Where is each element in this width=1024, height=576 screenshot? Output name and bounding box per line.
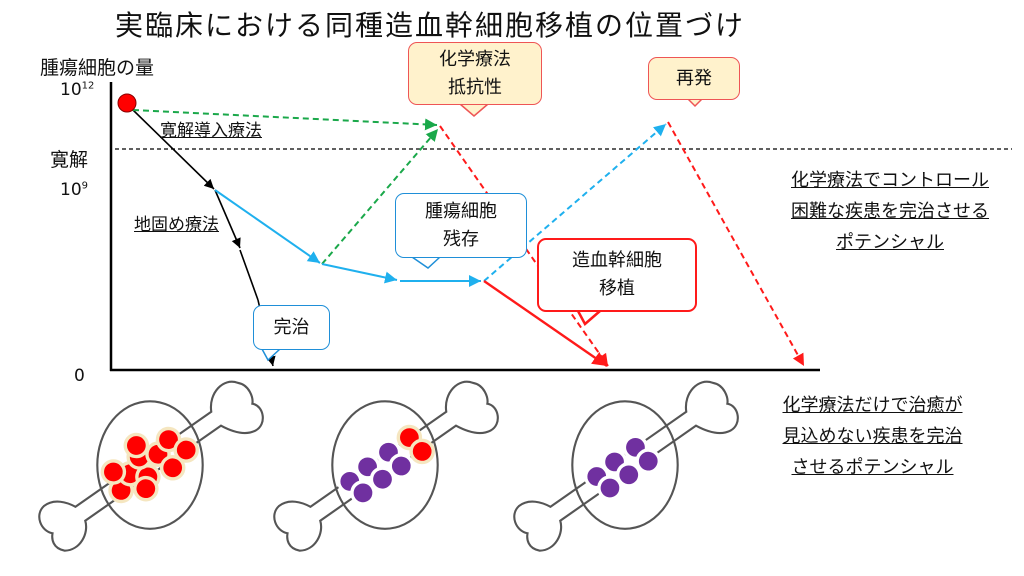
callout-transplant: 造血幹細胞 移植 xyxy=(537,238,697,312)
callout-relapse: 再発 xyxy=(648,57,740,100)
callout-line: 腫瘍細胞 xyxy=(425,200,497,222)
note-line: させるポテンシャル xyxy=(791,457,954,478)
note-line: 見込めない疾患を完治 xyxy=(782,426,963,447)
callout-cure: 完治 xyxy=(253,305,330,350)
note-line: 化学療法だけで治癒が xyxy=(782,395,963,416)
callout-tail xyxy=(576,310,601,326)
callout-tail xyxy=(261,348,281,362)
callout-line: 残存 xyxy=(443,228,479,250)
callout-line: 移植 xyxy=(599,278,635,299)
callout-tail xyxy=(411,256,441,269)
page-title: 実臨床における同種造血幹細胞移植の位置づけ xyxy=(114,9,745,42)
note-line: 化学療法でコントロール xyxy=(791,170,989,191)
callout-line: 完治 xyxy=(273,316,310,338)
bone-marrow-after-transplant xyxy=(513,380,739,552)
note-line: ポテンシャル xyxy=(836,232,944,253)
callout-line: 化学療法 xyxy=(439,48,511,70)
callout-line: 抵抗性 xyxy=(448,76,502,98)
tick-exponent: 12 xyxy=(81,80,95,92)
note-line: 困難な疾患を完治させる xyxy=(791,201,989,222)
tick-10-12: 1012 xyxy=(60,80,94,100)
callout-line: 造血幹細胞 xyxy=(572,250,662,271)
note-upper: 化学療法でコントロール 困難な疾患を完治させる ポテンシャル xyxy=(750,165,1024,258)
tick-10-9: 109 xyxy=(60,180,88,200)
consolidation-label: 地固め療法 xyxy=(134,215,219,235)
callout-tail xyxy=(459,103,489,117)
callout-tail xyxy=(687,98,703,108)
red-course xyxy=(439,121,805,367)
callout-residual-tumor: 腫瘍細胞 残存 xyxy=(395,193,527,258)
note-lower: 化学療法だけで治癒が 見込めない疾患を完治 させるポテンシャル xyxy=(735,390,1010,483)
tumor-start-dot xyxy=(117,93,137,113)
green-course xyxy=(132,109,439,265)
y-axis-label: 腫瘍細胞の量 xyxy=(40,57,155,79)
callout-chemo-resistance: 化学療法 抵抗性 xyxy=(408,42,542,105)
induction-label: 寛解導入療法 xyxy=(160,121,262,141)
tick-zero: 0 xyxy=(74,366,85,386)
bone-marrow-after-chemo xyxy=(273,380,499,552)
tick-remission: 寛解 xyxy=(50,149,89,171)
callout-line: 再発 xyxy=(676,67,712,89)
tick-base: 10 xyxy=(60,80,82,100)
tick-base: 10 xyxy=(60,180,82,200)
tick-exponent: 9 xyxy=(81,180,89,192)
bone-marrow-before xyxy=(38,380,264,552)
